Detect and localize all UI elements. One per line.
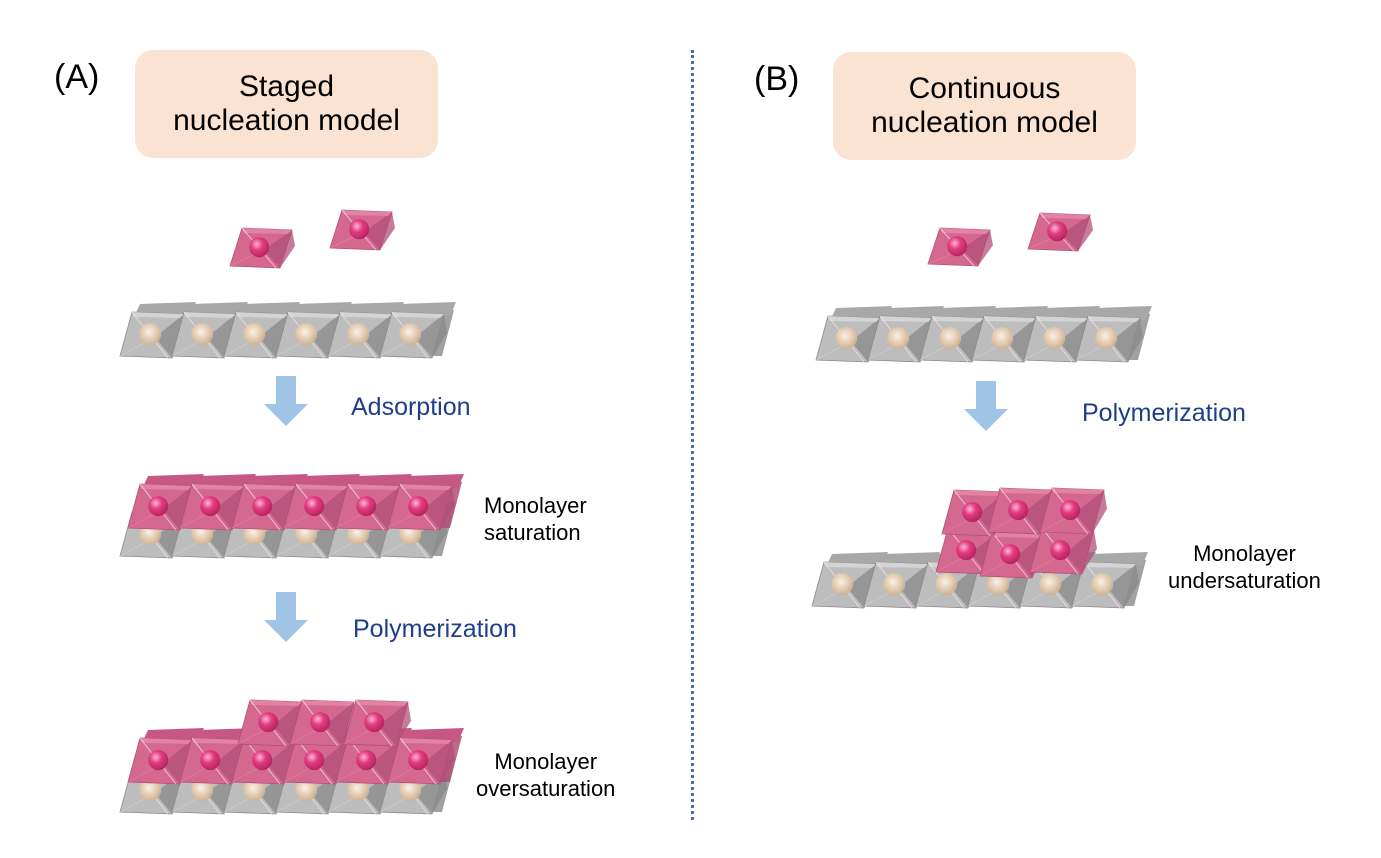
- panel-a-monolayer-3-octahedron: [127, 737, 195, 785]
- panel-a-substrate-1-octahedron: [275, 311, 343, 359]
- state-line: Monolayer: [484, 493, 587, 518]
- panel-b-substrate-1-octahedron: [867, 315, 935, 363]
- panel-a-arrow-adsorption: [264, 376, 308, 426]
- panel-b-substrate-1-octahedron: [1023, 315, 1091, 363]
- panel-b-free-octahedron: [927, 227, 993, 267]
- state-line: oversaturation: [476, 776, 616, 801]
- panel-b-step-polymerization: Polymerization: [1082, 399, 1246, 427]
- state-line: undersaturation: [1168, 568, 1321, 593]
- panel-a-monolayer-2-octahedron: [127, 483, 195, 531]
- panel-a-substrate-1-octahedron: [119, 311, 187, 359]
- state-line: Monolayer: [1193, 541, 1296, 566]
- panel-a-substrate-1-octahedron: [379, 311, 447, 359]
- panel-a-substrate-1-octahedron: [171, 311, 239, 359]
- panel-a-step-polymerization: Polymerization: [353, 615, 517, 643]
- panel-b-substrate-1-octahedron: [919, 315, 987, 363]
- panel-b-cluster-octahedron: [1039, 487, 1107, 535]
- panel-b-title-line-1: Continuous: [908, 72, 1061, 105]
- panel-b-substrate-2-octahedron: [915, 561, 983, 609]
- panel-a-free-octahedron: [329, 209, 395, 251]
- panel-b-title-line-2: nucleation model: [871, 106, 1098, 139]
- panel-b-substrate-1-octahedron: [971, 315, 1039, 363]
- state-line: Monolayer: [494, 749, 598, 774]
- panel-b-substrate-2-octahedron: [1071, 561, 1139, 609]
- panel-a-step-adsorption: Adsorption: [351, 393, 471, 421]
- panel-a-state-saturation: Monolayer saturation: [484, 492, 587, 546]
- panel-b-free-octahedron: [1027, 212, 1093, 252]
- panel-a-monolayer-2-octahedron: [231, 483, 299, 531]
- panel-a-monolayer-3-octahedron: [231, 737, 299, 785]
- panel-a-title-box: Staged nucleation model: [135, 50, 438, 158]
- panel-a-state-oversaturation: Monolayer oversaturation: [476, 748, 615, 802]
- panel-divider: [691, 50, 694, 820]
- state-line: saturation: [484, 520, 581, 545]
- panel-a-label: (A): [54, 58, 100, 96]
- panel-a-substrate-1-octahedron: [327, 311, 395, 359]
- panel-a-substrate-1-octahedron: [223, 311, 291, 359]
- panel-b-substrate-2-octahedron: [811, 561, 879, 609]
- panel-b-title-box: Continuous nucleation model: [833, 52, 1136, 160]
- panel-a-second-layer-octahedron: [237, 699, 305, 747]
- panel-a-monolayer-2-octahedron: [335, 483, 403, 531]
- panel-a-monolayer-2-octahedron: [179, 483, 247, 531]
- panel-a-second-layer-octahedron: [343, 699, 411, 747]
- panel-b-label: (B): [754, 60, 800, 98]
- panel-a-title-line-1: Staged: [238, 70, 335, 103]
- panel-b-state-undersaturation: Monolayer undersaturation: [1168, 540, 1321, 594]
- panel-b-substrate-1-octahedron: [815, 315, 883, 363]
- panel-a-monolayer-2-octahedron: [387, 483, 455, 531]
- panel-a-monolayer-3-octahedron: [387, 737, 455, 785]
- panel-a-arrow-polymerization: [264, 592, 308, 642]
- panel-a-monolayer-3-octahedron: [179, 737, 247, 785]
- panel-a-second-layer-octahedron: [289, 699, 357, 747]
- panel-a-title-line-2: nucleation model: [173, 104, 400, 137]
- panel-b-arrow-polymerization: [964, 381, 1008, 431]
- panel-a-monolayer-2-octahedron: [283, 483, 351, 531]
- panel-a-free-octahedron: [229, 227, 295, 269]
- panel-b-cluster-octahedron: [987, 487, 1055, 535]
- panel-b-substrate-2-octahedron: [863, 561, 931, 609]
- panel-b-substrate-1-octahedron: [1075, 315, 1143, 363]
